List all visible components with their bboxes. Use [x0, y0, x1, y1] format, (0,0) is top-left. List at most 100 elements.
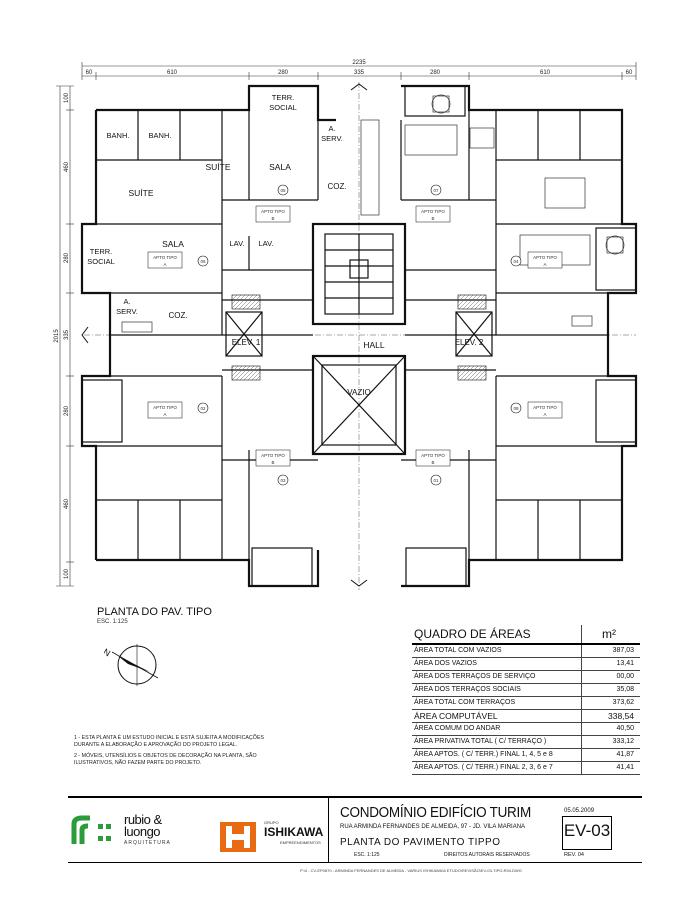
sheet-date: 05.05.2009: [564, 808, 595, 814]
top-dim: 60: [86, 70, 93, 76]
area-value: 373,62: [581, 696, 640, 710]
room-label: LAV.: [229, 239, 244, 248]
apto-tag-label: APTO TIPO: [533, 405, 557, 410]
apto-tag-type: B: [271, 216, 274, 221]
sheet-code-box: EV-03: [562, 816, 612, 850]
top-dim: 335: [354, 70, 365, 76]
area-table-unit: m²: [581, 625, 640, 645]
area-label: ÁREA PRIVATIVA TOTAL ( C/ TERRAÇO ): [412, 735, 582, 749]
left-dimension-texts: 2015 100 460 280 335 280 460 100: [54, 92, 70, 579]
unit-number: 03: [280, 478, 286, 483]
left-dim: 100: [64, 92, 70, 103]
north-arrow-icon: N: [104, 644, 159, 686]
area-value: 00,00: [581, 670, 640, 684]
note-1: 1 - ESTA PLANTA É UM ESTUDO INICIAL E ES…: [74, 735, 264, 748]
area-value: 41,87: [581, 748, 640, 762]
brand2-name: ISHIKAWA: [264, 825, 324, 839]
apto-tag-label: APTO TIPO: [153, 255, 177, 260]
room-label: SOCIAL: [269, 103, 297, 112]
top-dim: 280: [430, 70, 441, 76]
unit-number: 08: [513, 406, 519, 411]
area-value: 41,41: [581, 761, 640, 775]
room-label: A.: [123, 297, 130, 306]
dimension-lines: [56, 62, 637, 587]
area-table-row: ÁREA PRIVATIVA TOTAL ( C/ TERRAÇO )333,1…: [412, 735, 640, 749]
left-dim: 100: [64, 568, 70, 579]
top-dim: 610: [167, 70, 178, 76]
room-label: ELEV. 1: [232, 338, 261, 347]
brand1-line1: rubio &: [124, 812, 162, 827]
apartment-tags: [147, 205, 563, 467]
svg-text:N: N: [104, 647, 112, 659]
notes: 1 - ESTA PLANTA É UM ESTUDO INICIAL E ES…: [74, 735, 264, 771]
overall-width: 2235: [352, 60, 366, 66]
room-label: SUÍTE: [128, 188, 153, 198]
room-label: VAZIO: [347, 388, 370, 397]
room-label: TERR.: [272, 93, 295, 102]
area-value: 333,12: [581, 735, 640, 749]
area-table-body: QUADRO DE ÁREAS m² ÁREA TOTAL COM VAZIOS…: [412, 625, 640, 775]
unit-number-texts: 06 05 07 04 02 03 01 08: [200, 188, 519, 483]
room-label: BANH.: [107, 131, 130, 140]
unit-number: 02: [200, 406, 206, 411]
area-label: ÁREA DOS TERRAÇOS SOCIAIS: [412, 683, 582, 697]
apto-tag-type: A: [543, 262, 546, 267]
sheet-name: PLANTA DO PAVIMENTO TIPPO: [340, 837, 501, 848]
apto-tag-label: APTO TIPO: [261, 453, 285, 458]
area-label: ÁREA TOTAL COM TERRAÇOS: [412, 696, 582, 710]
file-path: P:\4 - CV-EP0870 - ARMINDA FERNANDES DE …: [300, 868, 522, 873]
area-value: 387,03: [581, 644, 640, 658]
area-value: 35,08: [581, 683, 640, 697]
plan-title: PLANTA DO PAV. TIPO: [97, 606, 212, 618]
rights-notice: DIREITOS AUTORAIS RESERVADOS: [444, 852, 530, 858]
area-table-row: ÁREA APTOS. ( C/ TERR.) FINAL 1, 4, 5 e …: [412, 748, 640, 762]
project-name: CONDOMÍNIO EDIFÍCIO TURIM: [340, 804, 532, 821]
sheet-scale: ESC. 1:125: [354, 852, 380, 858]
area-label: ÁREA TOTAL COM VAZIOS: [412, 644, 582, 658]
area-value: 13,41: [581, 657, 640, 671]
brand1-line2: luongo: [124, 824, 161, 839]
apto-tag-type: B: [431, 216, 434, 221]
apto-tag-type: A: [163, 262, 166, 267]
apto-tag-label: APTO TIPO: [261, 209, 285, 214]
room-label: SOCIAL: [87, 257, 115, 266]
ishikawa-logo: [220, 822, 256, 852]
room-label: SUÍTE: [205, 162, 230, 172]
area-label: ÁREA COMUM DO ANDAR: [412, 722, 582, 736]
area-label: ÁREA APTOS. ( C/ TERR.) FINAL 1, 4, 5 e …: [412, 748, 582, 762]
top-dim: 60: [626, 70, 633, 76]
room-label: ELEV. 2: [455, 338, 484, 347]
floor-plan: 2235 60 610 280 335 280 610 60 2015 100 …: [54, 60, 638, 590]
left-dim: 460: [64, 498, 70, 509]
rubio-luongo-logo: [71, 815, 111, 844]
top-dim: 610: [540, 70, 551, 76]
divider: [328, 798, 329, 862]
apto-tag-label: APTO TIPO: [421, 453, 445, 458]
apartment-tag-texts: APTO TIPO A APTO TIPO B APTO TIPO B APTO…: [153, 209, 557, 465]
overall-depth: 2015: [54, 329, 60, 343]
room-label: LAV.: [258, 239, 273, 248]
unit-number: 06: [200, 259, 206, 264]
title-block: rubio & luongo ARQUITETURA GRUPO ISHIKAW…: [68, 796, 642, 863]
project-address: RUA ARMINDA FERNANDES DE ALMEIDA, 97 - J…: [340, 824, 526, 830]
room-label: COZ.: [327, 182, 346, 191]
apto-tag-type: A: [163, 412, 166, 417]
brand1-name: rubio & luongo: [124, 812, 162, 839]
sheet-revision: REV. 04: [564, 852, 584, 858]
area-label: ÁREA DOS VAZIOS: [412, 657, 582, 671]
room-label: SALA: [162, 239, 184, 249]
area-table-title: QUADRO DE ÁREAS: [412, 625, 582, 645]
apto-tag-label: APTO TIPO: [421, 209, 445, 214]
area-table-row: ÁREA APTOS. ( C/ TERR.) FINAL 2, 3, 6 e …: [412, 761, 640, 775]
unit-number: 04: [513, 259, 519, 264]
room-label: COZ.: [168, 311, 187, 320]
section-marker-icon: [81, 83, 368, 587]
area-value: 338,54: [581, 709, 640, 723]
area-value: 40,50: [581, 722, 640, 736]
note-2: 2 - MÓVEIS, UTENSÍLIOS E OBJETOS DE DECO…: [74, 753, 257, 766]
